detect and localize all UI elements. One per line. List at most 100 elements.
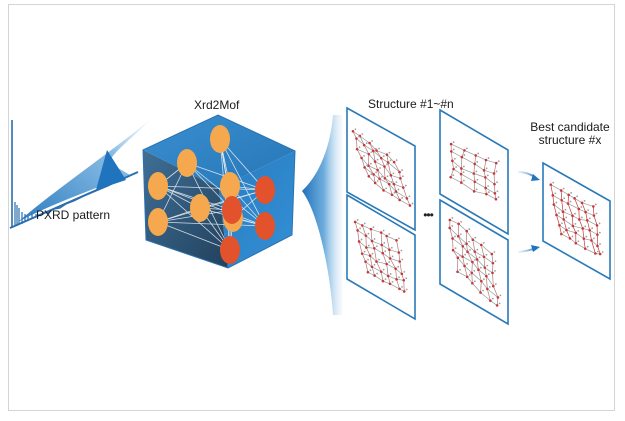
- atom: [398, 237, 400, 240]
- atom: [582, 237, 586, 240]
- atom: [363, 166, 366, 169]
- panel-frame: [346, 106, 416, 232]
- atom: [401, 169, 403, 171]
- atom: [479, 291, 482, 294]
- atom: [408, 195, 411, 198]
- atom: [477, 268, 480, 271]
- atom: [583, 247, 587, 250]
- atom: [562, 231, 565, 233]
- atom: [456, 256, 460, 260]
- atom: [371, 149, 375, 153]
- to-best-arrow-bottom: [517, 245, 540, 253]
- atom: [403, 270, 406, 273]
- atom: [398, 170, 401, 174]
- atom: [475, 170, 478, 173]
- atom: [367, 244, 370, 247]
- atom: [367, 258, 369, 261]
- atom: [366, 164, 369, 167]
- atom: [490, 252, 494, 256]
- atom: [474, 259, 476, 261]
- atom: [372, 173, 375, 176]
- atom: [359, 227, 362, 230]
- model-to-structures-fan: [302, 115, 342, 315]
- atom: [466, 147, 468, 150]
- atom: [571, 235, 574, 238]
- atom: [496, 296, 500, 299]
- atom: [485, 253, 488, 256]
- atom: [356, 219, 359, 221]
- atom: [598, 231, 601, 234]
- atom: [573, 197, 576, 200]
- atom: [482, 289, 484, 292]
- atom: [457, 222, 460, 226]
- atom: [491, 271, 494, 275]
- atom: [464, 253, 467, 256]
- atom: [574, 223, 577, 225]
- atom: [462, 179, 465, 182]
- atom: [601, 251, 604, 253]
- atom: [568, 227, 570, 229]
- atom: [474, 154, 478, 157]
- atom: [453, 157, 456, 160]
- atom: [398, 198, 401, 202]
- atom: [496, 190, 499, 193]
- atom: [555, 201, 558, 204]
- atom: [370, 173, 373, 176]
- atom: [370, 162, 372, 165]
- atom: [591, 227, 594, 230]
- atom: [399, 177, 402, 180]
- network-edge: [157, 221, 266, 227]
- atom: [599, 243, 601, 245]
- atom: [568, 237, 572, 240]
- atom: [563, 197, 566, 200]
- atom: [475, 258, 479, 261]
- atom: [449, 150, 453, 153]
- atom: [549, 183, 553, 186]
- atom: [385, 153, 389, 156]
- atom: [401, 285, 403, 288]
- atom: [402, 279, 406, 282]
- atom: [498, 302, 501, 305]
- atom: [384, 278, 387, 281]
- atom: [398, 260, 402, 263]
- atom: [362, 143, 366, 147]
- network-edge: [157, 185, 266, 191]
- atom: [411, 202, 414, 205]
- atom: [485, 274, 488, 278]
- atom: [495, 170, 498, 173]
- atom: [459, 268, 461, 271]
- atom: [385, 187, 387, 190]
- atom: [493, 251, 496, 253]
- atom: [593, 237, 595, 240]
- atom: [386, 175, 389, 178]
- atom: [400, 272, 404, 276]
- atom: [401, 197, 404, 199]
- atom: [489, 299, 492, 302]
- structure-panels: [346, 106, 611, 326]
- atom: [497, 160, 500, 162]
- atom: [494, 161, 498, 165]
- network-edge: [157, 189, 266, 223]
- atom: [471, 281, 474, 285]
- atom: [358, 135, 360, 138]
- atom: [408, 204, 412, 207]
- atom: [354, 128, 357, 131]
- atom: [499, 294, 502, 297]
- atom: [401, 258, 404, 261]
- atom: [392, 160, 396, 164]
- atom: [373, 263, 376, 266]
- molecular-structure: [549, 181, 604, 256]
- atom: [381, 279, 385, 283]
- atom: [373, 246, 376, 250]
- atom: [462, 171, 465, 174]
- atom: [369, 227, 373, 231]
- atom: [577, 207, 581, 211]
- atom: [449, 175, 452, 179]
- atom: [562, 187, 565, 190]
- atom: [487, 157, 490, 159]
- atom: [363, 155, 365, 157]
- atom: [570, 191, 573, 194]
- atom: [363, 222, 366, 225]
- atom: [468, 273, 471, 276]
